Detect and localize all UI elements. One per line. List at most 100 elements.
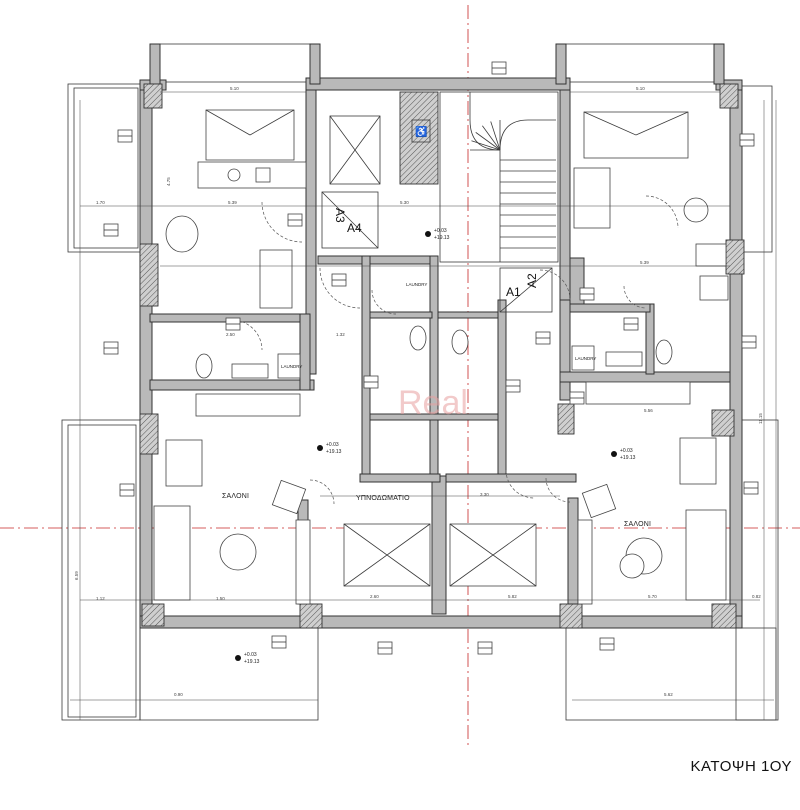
window-tag [739,133,755,147]
svg-text:+19.13: +19.13 [620,455,636,461]
column [143,83,163,109]
stair-winder [490,121,501,151]
kitchen-counter-right [585,381,691,405]
toilet-icon [195,353,213,379]
wall [431,475,447,615]
column [711,409,735,437]
level-marker: +0.03 +19.13 [611,448,636,461]
dimension-label: 5.39 [228,200,237,205]
balcony-top-right-front [555,43,725,83]
stair-winder [482,125,501,151]
room-label-living-right: ΣΑΛΟΝΙ [624,521,651,528]
column [559,603,583,629]
dimension-label: 3.30 [480,492,489,497]
window-tag [477,641,493,655]
sink-icon [255,167,271,183]
wall [369,311,433,319]
dimension-label: 4.75 [166,177,171,186]
washing-machine-icon [277,353,301,379]
armchair-left [271,479,307,515]
washing-machine-icon [571,345,595,371]
watermark: Real [398,384,468,422]
wardrobe-right [577,519,593,605]
column [139,413,159,455]
column [141,603,165,627]
columns [139,83,745,629]
stair-winder [475,132,501,151]
column [711,603,737,629]
svg-text:+0.03: +0.03 [434,228,447,234]
hob-icon [227,168,241,182]
apartment-codes: A4 A3 A1 A2 [333,208,539,299]
window-tags [103,61,759,655]
apartment-code-a2: A2 [525,273,539,288]
door [505,469,535,499]
laundry-label: LAUNDRY [406,282,427,287]
wall [317,255,437,265]
wall-left [139,79,153,629]
balcony-top-left-front [149,43,321,83]
window-tag [119,483,135,497]
accessibility-sign [411,119,431,143]
window-tag [103,341,119,355]
dimension-label: 1.12 [96,596,105,601]
wall-right [729,79,743,629]
toilet-icon [451,329,469,355]
window-tag [505,379,521,393]
dimension-lines [70,91,777,720]
sofa-left [153,505,191,601]
window-tag [491,61,507,75]
wall [437,311,507,319]
wall [149,379,315,391]
toilet-icon [655,339,673,365]
apartment-code-a4: A4 [347,221,362,235]
balcony-bottom-left-inner [67,424,137,718]
sofa-right [685,509,727,601]
door [539,269,571,301]
door [623,285,647,309]
dimension-label: 5.30 [400,200,409,205]
coffee-table-left [219,533,257,571]
wall [359,473,441,483]
dimension-label: 1.70 [96,200,105,205]
window-tag [225,317,241,331]
balcony-bottom-right-front [565,627,777,721]
table-top-right [683,197,709,223]
door [645,195,679,229]
window-tag [569,391,585,405]
dimension-label: 2.60 [370,594,379,599]
dimension-label: 0.90 [174,692,183,697]
column [299,603,323,629]
wall [299,313,311,391]
wall [567,497,579,605]
window-tag [117,129,133,143]
window-tag [377,641,393,655]
dimension-label: 6.59 [74,571,79,580]
door [371,289,397,315]
kitchen-counter-left [195,393,301,417]
wall [361,255,371,477]
level-marker: +0.03 +19.13 [235,652,260,665]
core-details: ♿ [321,115,553,313]
window-tag [743,481,759,495]
kitchen-counter-top-left [197,161,307,189]
svg-text:+0.03: +0.03 [620,448,633,454]
level-markers: +0.03 +19.13 +0.03 +19.13 +0.03 +19.13 +… [235,228,636,665]
wall [569,303,651,313]
stair-winder [471,140,501,151]
window-tag [271,635,287,649]
window-tag [741,335,757,349]
armchair-right [581,483,617,519]
wall [559,299,571,401]
wall [445,473,577,483]
svg-text:+19.13: +19.13 [434,235,450,241]
wall-bottom [139,615,743,629]
svg-text:+0.03: +0.03 [326,442,339,448]
apartment-code-a3: A3 [333,208,347,223]
stair-box [439,91,559,263]
stair-curve [469,92,556,262]
toilet-icon [409,325,427,351]
elevator-cross [329,115,381,185]
laundry-label: LAUNDRY [575,356,596,361]
